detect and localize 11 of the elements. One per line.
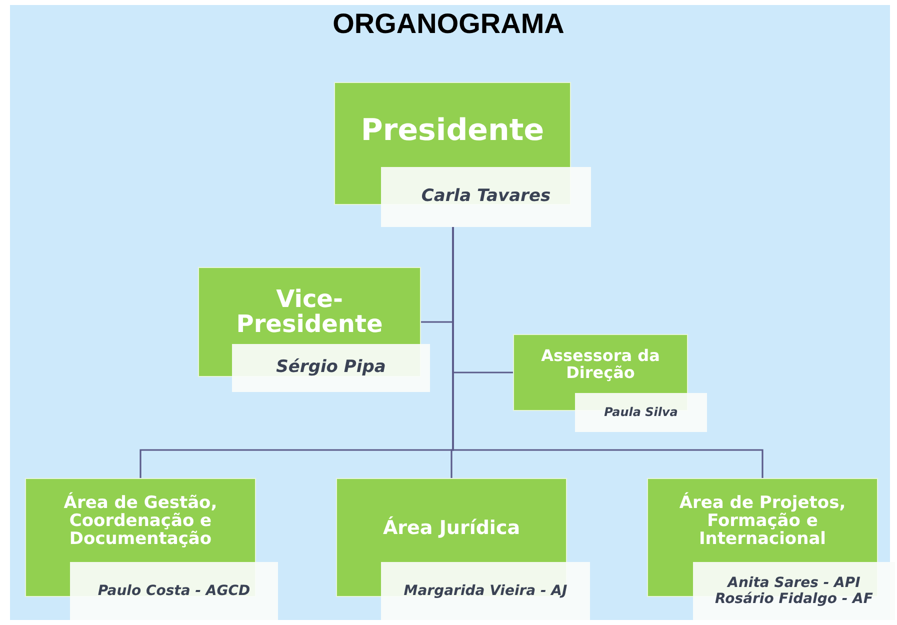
person-name: Sérgio Pipa: [276, 358, 386, 378]
person-name: Margarida Vieira - AJ: [404, 582, 568, 600]
person-name: Rosário Fidalgo - AF: [715, 591, 873, 608]
person-name: Paulo Costa - AGCD: [98, 582, 250, 600]
person-name: Carla Tavares: [421, 187, 551, 207]
position-title: Presidente: [360, 114, 546, 146]
position-title: Vice-Presidente: [235, 286, 384, 338]
person-name: Paula Silva: [604, 406, 678, 420]
person-name: Anita Sares - API: [728, 574, 860, 591]
position-title: Assessora da Direção: [540, 348, 661, 382]
chart-title: ORGANOGRAMA: [332, 8, 566, 40]
